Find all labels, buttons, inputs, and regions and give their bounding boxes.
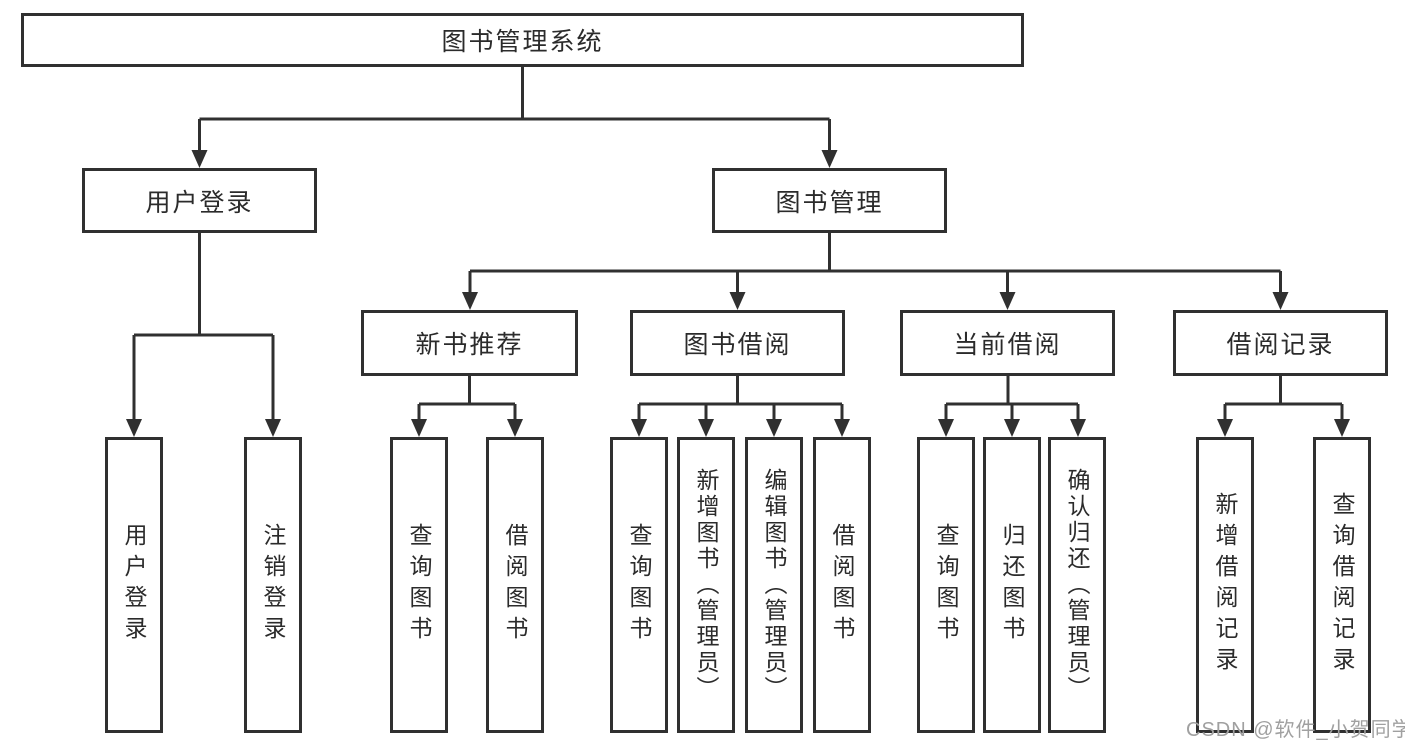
node-user-login-label: 用户登录	[145, 188, 254, 217]
leaf-confirm-return-admin-label: 确认归还（管理员）	[1064, 468, 1090, 702]
leaf-search-books-2-label: 查询图书	[626, 523, 652, 647]
leaf-add-book-admin-label: 新增图书（管理员）	[693, 468, 719, 702]
leaf-user-login-label: 用户登录	[121, 523, 147, 647]
leaf-search-books-2: 查询图书	[610, 437, 668, 733]
leaf-logout-label: 注销登录	[260, 523, 286, 647]
leaf-borrow-books-2-label: 借阅图书	[829, 523, 855, 647]
root-connector	[191, 67, 838, 168]
leaf-add-book-admin: 新增图书（管理员）	[677, 437, 735, 733]
node-borrow-records: 借阅记录	[1173, 310, 1388, 376]
leaf-add-borrow-record-label: 新增借阅记录	[1212, 492, 1238, 678]
leaf-search-books-1-label: 查询图书	[406, 523, 432, 647]
leaf-confirm-return-admin: 确认归还（管理员）	[1048, 437, 1106, 733]
user-login-connector	[126, 233, 281, 437]
leaf-borrow-books-1: 借阅图书	[486, 437, 544, 733]
node-book-management: 图书管理	[712, 168, 947, 233]
leaf-search-borrow-record-label: 查询借阅记录	[1329, 492, 1355, 678]
node-book-management-label: 图书管理	[775, 188, 884, 217]
watermark: CSDN @软件_小贺同学	[1186, 719, 1405, 741]
node-library-system: 图书管理系统	[21, 13, 1024, 67]
leaf-return-books: 归还图书	[983, 437, 1041, 733]
node-borrow-records-label: 借阅记录	[1226, 331, 1335, 359]
new-book-recommend-connector	[411, 376, 523, 437]
book-management-connector	[462, 233, 1289, 310]
book-borrow-connector	[631, 376, 850, 437]
leaf-search-books-3-label: 查询图书	[933, 523, 959, 647]
borrow-records-connector	[1217, 376, 1350, 437]
current-borrow-connector	[938, 376, 1086, 437]
node-book-borrow: 图书借阅	[630, 310, 845, 376]
node-new-book-recommend-label: 新书推荐	[415, 331, 524, 359]
leaf-search-borrow-record: 查询借阅记录	[1313, 437, 1371, 733]
leaf-borrow-books-1-label: 借阅图书	[502, 523, 528, 647]
leaf-user-login: 用户登录	[105, 437, 163, 733]
leaf-search-books-3: 查询图书	[917, 437, 975, 733]
leaf-add-borrow-record: 新增借阅记录	[1196, 437, 1254, 733]
node-book-borrow-label: 图书借阅	[683, 331, 792, 359]
node-current-borrow: 当前借阅	[900, 310, 1115, 376]
leaf-edit-book-admin-label: 编辑图书（管理员）	[761, 468, 787, 702]
leaf-logout: 注销登录	[244, 437, 302, 733]
leaf-edit-book-admin: 编辑图书（管理员）	[745, 437, 803, 733]
node-current-borrow-label: 当前借阅	[953, 331, 1062, 359]
leaf-return-books-label: 归还图书	[999, 523, 1025, 647]
leaf-search-books-1: 查询图书	[390, 437, 448, 733]
leaf-borrow-books-2: 借阅图书	[813, 437, 871, 733]
node-library-system-label: 图书管理系统	[441, 28, 604, 56]
node-new-book-recommend: 新书推荐	[361, 310, 578, 376]
node-user-login: 用户登录	[82, 168, 317, 233]
